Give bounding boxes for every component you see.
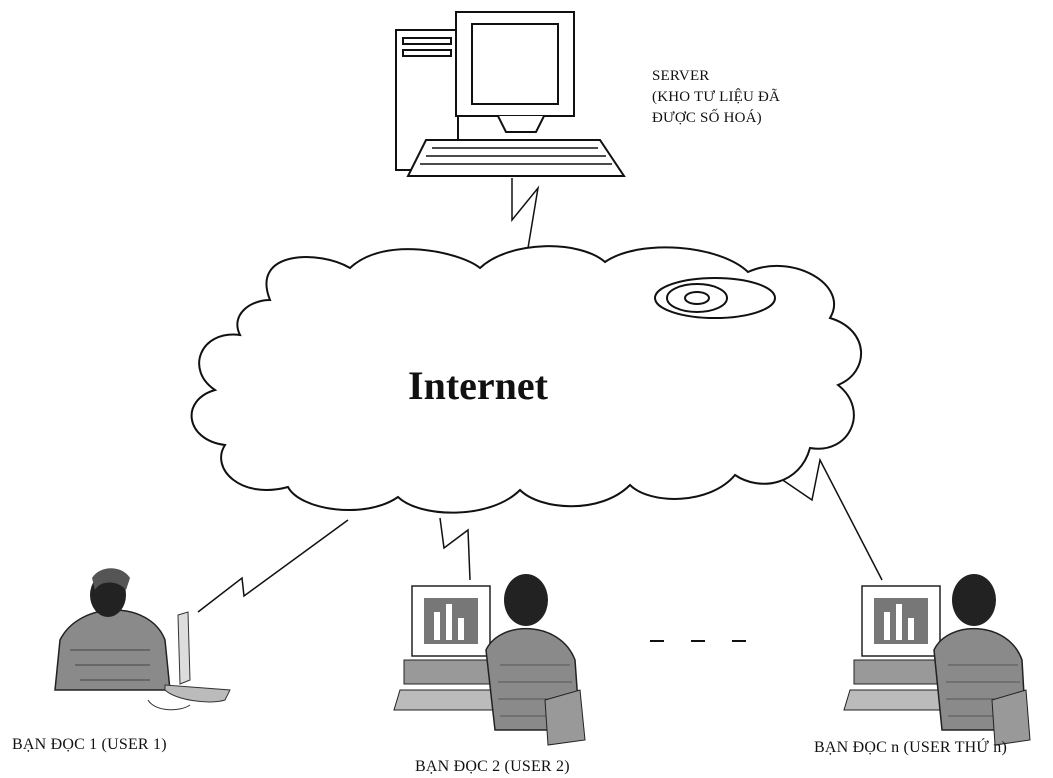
- user1-label: BẠN ĐỌC 1 (USER 1): [12, 736, 167, 753]
- user2-workstation-icon: [393, 574, 586, 746]
- usern-workstation-icon: [843, 574, 1031, 746]
- server-computer-icon: [395, 11, 626, 177]
- disc-icon: [654, 277, 776, 319]
- user2-label: BẠN ĐỌC 2 (USER 2): [415, 758, 570, 775]
- user2-link: [439, 517, 471, 581]
- user1-figure-icon: [54, 568, 231, 711]
- usern-link: [767, 457, 883, 581]
- network-links: [197, 178, 883, 613]
- server-label-line-2: (KHO TƯ LIỆU ĐÃ: [652, 89, 781, 105]
- internet-label: Internet: [408, 363, 548, 408]
- server-label-line-1: SERVER: [652, 68, 710, 84]
- user1-link: [197, 519, 349, 613]
- server-label: SERVER (KHO TƯ LIỆU ĐÃ ĐƯỢC SỐ HOÁ): [652, 66, 780, 129]
- usern-label: BẠN ĐỌC n (USER THỨ n): [814, 739, 1007, 756]
- server-label-line-3: ĐƯỢC SỐ HOÁ): [652, 110, 762, 126]
- server-link: [511, 178, 540, 273]
